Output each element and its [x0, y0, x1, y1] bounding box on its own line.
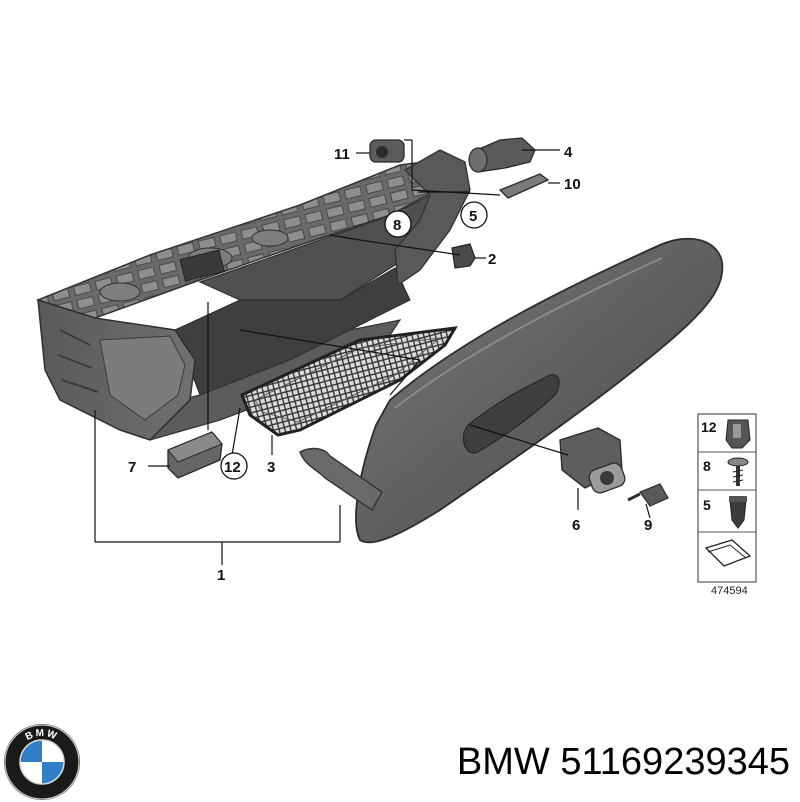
callout-8: 8 — [393, 217, 401, 234]
callout-2: 2 — [488, 251, 496, 268]
callout-7: 7 — [128, 459, 136, 476]
callout-1: 1 — [217, 567, 225, 584]
callout-5: 5 — [469, 208, 477, 225]
lid-hinge-arm — [299, 447, 383, 512]
callout-labels: 11 4 10 5 8 2 7 12 3 6 9 1 — [128, 144, 652, 584]
legend-item-8: 8 — [703, 458, 711, 474]
clip-12-icon — [725, 419, 751, 449]
callout-6: 6 — [572, 517, 580, 534]
part-number: 51169239345 — [560, 741, 790, 783]
direction-arrow-icon — [704, 539, 752, 567]
bmw-logo-letters: BMW — [24, 728, 60, 743]
callout-9: 9 — [644, 517, 652, 534]
glove-box-housing — [35, 149, 471, 441]
brand-name: BMW — [456, 741, 550, 783]
mesh-net-part-3 — [240, 326, 458, 437]
leader-lines — [94, 139, 651, 565]
part-6-lock — [559, 427, 626, 494]
callout-12: 12 — [224, 459, 241, 476]
bumper-5-icon — [729, 496, 747, 529]
fastener-legend: 12 8 5 474594 — [697, 413, 757, 597]
callout-8-ring — [384, 210, 412, 238]
callout-12-ring — [220, 452, 248, 480]
screw-8-icon — [727, 457, 749, 486]
bmw-logo-icon: BMW — [4, 724, 80, 800]
part-11-clip — [369, 139, 405, 163]
callout-5-ring — [460, 201, 488, 229]
part-4-actuator — [468, 137, 536, 173]
part-10-light — [498, 173, 550, 199]
legend-item-5: 5 — [703, 497, 711, 513]
callout-11: 11 — [334, 146, 350, 163]
product-title: BMW 51169239345 — [410, 734, 790, 790]
callout-10: 10 — [564, 176, 581, 193]
callout-3: 3 — [267, 459, 275, 476]
part-2-bumper — [451, 243, 476, 269]
part-7-module — [167, 431, 223, 479]
legend-item-12: 12 — [701, 419, 717, 435]
part-9-screw — [627, 483, 669, 507]
glove-box-lid — [355, 237, 724, 544]
callout-4: 4 — [564, 144, 573, 161]
diagram-ref-number: 474594 — [711, 585, 748, 597]
